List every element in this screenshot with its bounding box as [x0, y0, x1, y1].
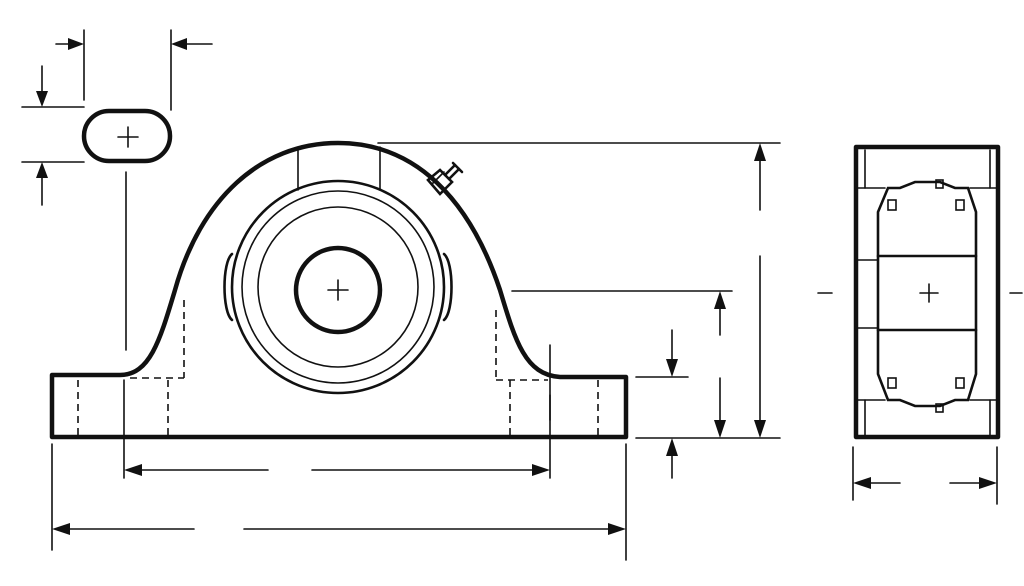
bore	[293, 245, 383, 335]
slot-width-arrow-right	[171, 38, 187, 50]
seal-flat-right	[442, 252, 453, 322]
width-arrow-right	[979, 477, 997, 489]
center-height-arrow-top	[714, 291, 726, 309]
slot-height-arrow-bottom	[36, 162, 48, 178]
side-dimensions	[852, 446, 998, 505]
overall-height-arrow-top	[754, 143, 766, 161]
width-arrow-left	[853, 477, 871, 489]
seal-flat-left	[223, 252, 234, 322]
grease-fitting-icon	[426, 161, 464, 196]
bearing-outer-ring	[230, 179, 446, 395]
bearing-race-outer	[241, 190, 435, 384]
set-screw-bottom	[935, 403, 944, 413]
side-housing-outline	[853, 144, 1001, 440]
slot-width-arrow-left	[68, 38, 84, 50]
side-view	[817, 144, 1023, 440]
housing-outline	[49, 140, 629, 440]
bolt-spacing-arrow-right	[532, 464, 550, 476]
front-view	[49, 140, 629, 479]
slot-height-arrow-top	[36, 91, 48, 107]
base-thickness-arrow-bottom	[666, 438, 678, 456]
length-arrow-left	[52, 523, 70, 535]
mounting-slot	[81, 108, 173, 164]
overall-height-arrow-bottom	[754, 420, 766, 438]
set-screw-top	[935, 179, 944, 189]
base-thickness-arrow-top	[666, 359, 678, 377]
slot-detail	[21, 29, 213, 351]
center-height-arrow-bottom	[714, 420, 726, 438]
bolt-spacing-arrow-left	[124, 464, 142, 476]
front-dimensions	[51, 142, 781, 561]
bearing-race-inner	[257, 206, 419, 368]
insert-profile	[876, 180, 978, 408]
length-arrow-right	[608, 523, 626, 535]
